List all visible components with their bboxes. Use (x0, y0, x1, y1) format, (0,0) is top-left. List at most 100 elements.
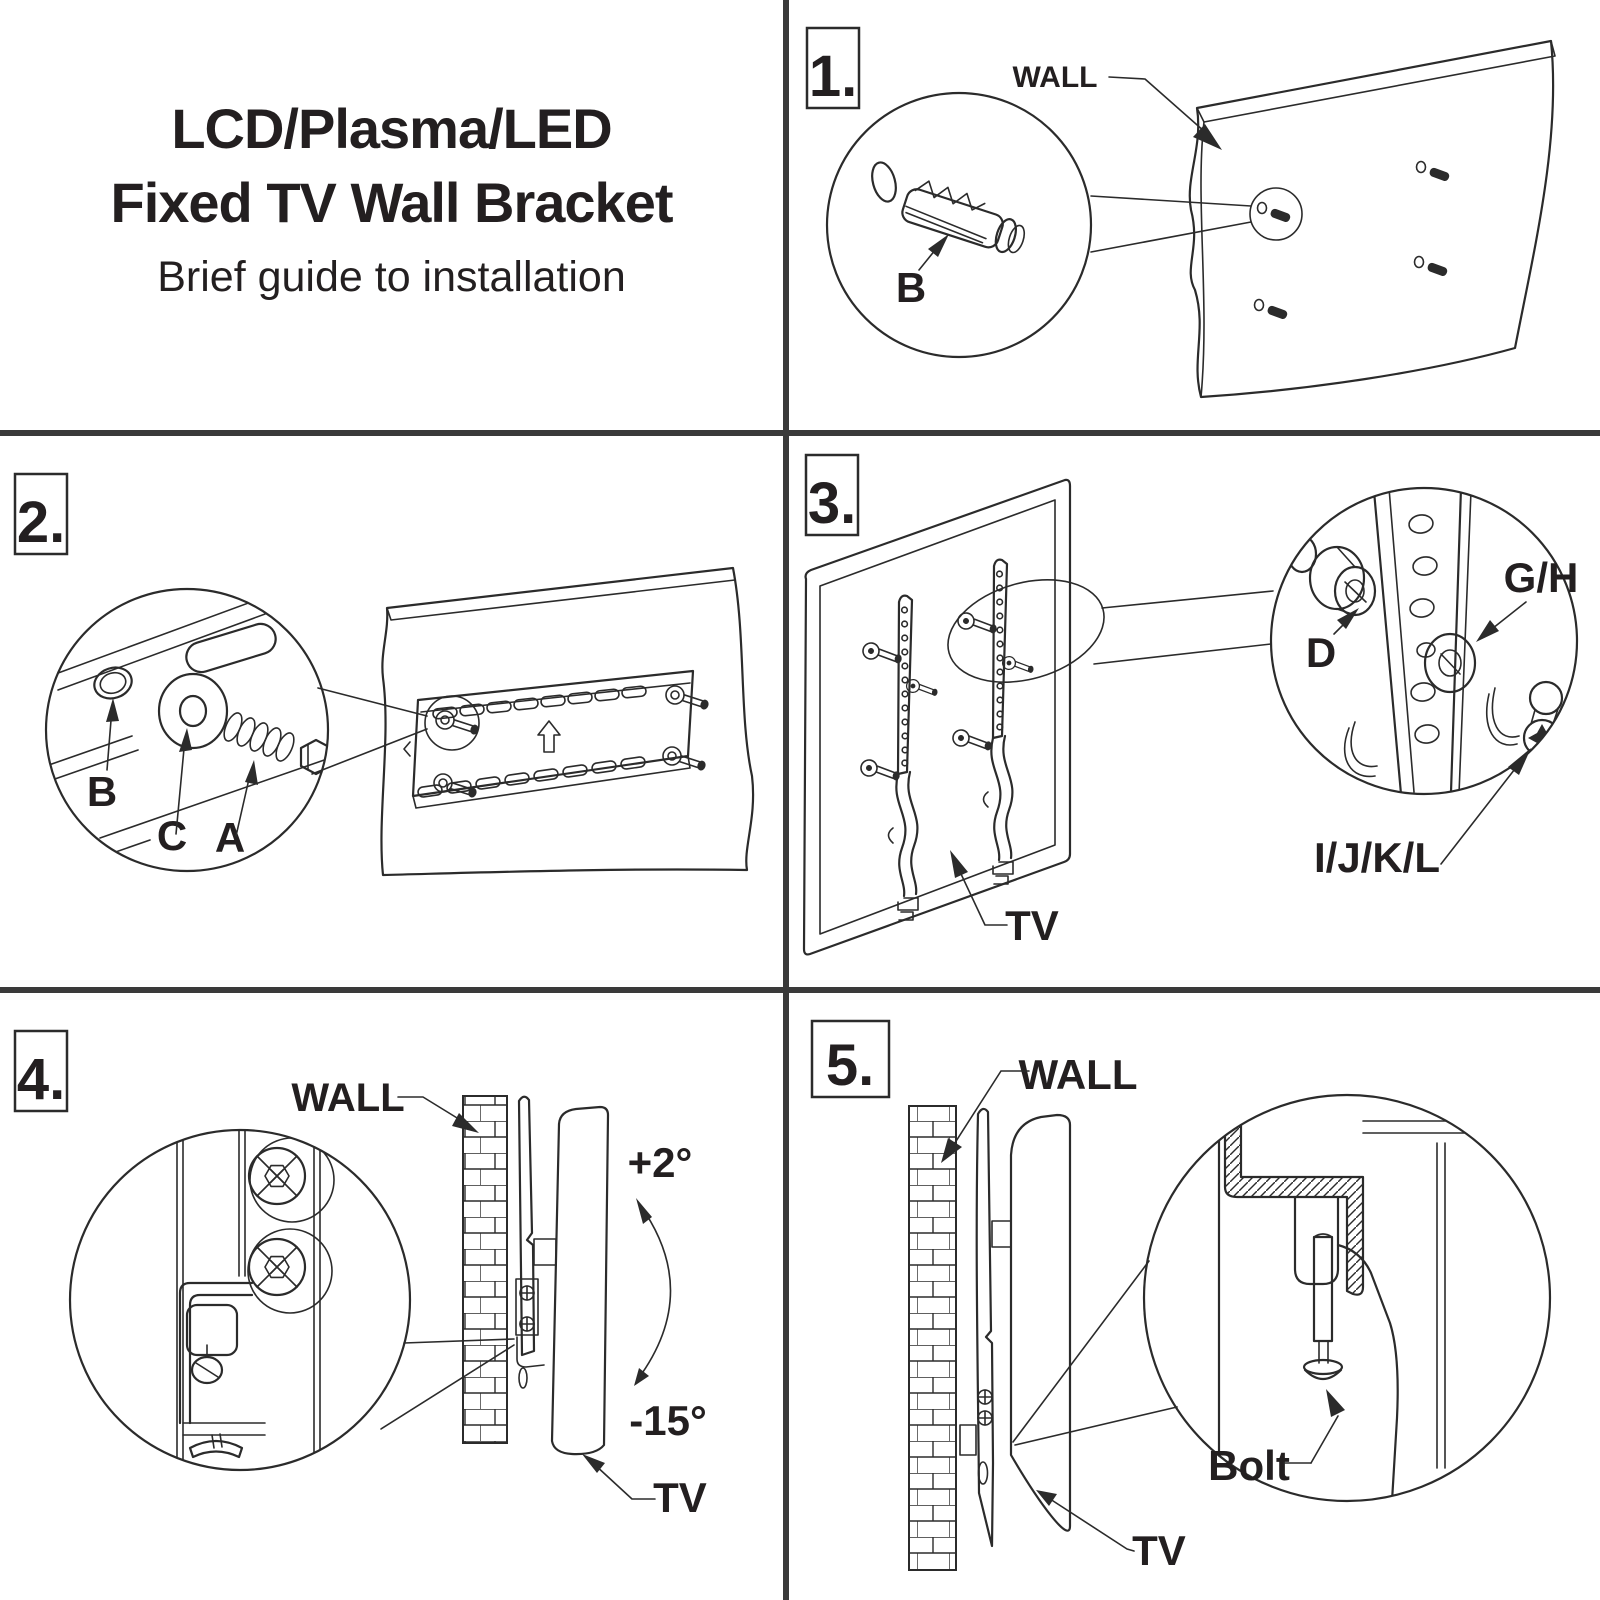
screw-highlight-circle (424, 695, 480, 751)
step-1-panel: WALL B 1. (789, 0, 1600, 430)
step-2-drawing: B C A 2. (13, 472, 755, 877)
step-1-number: 1. (809, 44, 857, 109)
wall-plate (411, 669, 695, 798)
part-a-arrow-icon (245, 760, 258, 785)
part-b-label: B (87, 768, 117, 815)
title-line-2: Fixed TV Wall Bracket (110, 171, 674, 234)
rail-highlight-ellipse (947, 579, 1105, 683)
step-4-labels: WALL +2° -15° TV (291, 1076, 706, 1521)
bracket-profile (959, 1220, 1012, 1485)
locking-screw-icon-2 (247, 1237, 307, 1297)
grid-divider-horizontal-2 (0, 987, 1600, 993)
step-4-drawing: WALL +2° -15° TV 4. (13, 1029, 707, 1521)
step-4-magnifier (68, 1128, 515, 1472)
step-3-panel: D G/H I/J/K/L TV 3. (789, 436, 1600, 987)
lag-bolt-icon (223, 712, 328, 776)
part-ijkl-label: I/J/K/L (1314, 834, 1440, 881)
step-2-labels: B C A (87, 698, 258, 861)
step-1-number-box: 1. (805, 26, 861, 110)
step-4-panel: WALL +2° -15° TV 4. (0, 993, 783, 1600)
part-b-arrow-icon (106, 698, 119, 722)
brick-wall (908, 1105, 957, 1571)
wall-arrow-icon (1193, 124, 1222, 150)
plate-screws (433, 685, 709, 798)
part-gh-arrow-icon (1476, 620, 1499, 642)
tilt-down-label: -15° (629, 1397, 707, 1444)
part-gh-label: G/H (1504, 554, 1579, 601)
step-5-drawing: WALL Bolt TV 5. (810, 1019, 1552, 1574)
part-a-label: A (215, 814, 245, 861)
locking-screw-icon (247, 1146, 307, 1206)
bolt-label: Bolt (1208, 1442, 1290, 1489)
step-5-side-view (908, 1105, 1178, 1571)
step-1-drawing: WALL B 1. (805, 26, 1556, 399)
hook-and-bolt (1293, 1195, 1399, 1501)
washer-icon (157, 672, 229, 750)
part-b-label: B (896, 264, 926, 311)
anchor-highlight-circle (1249, 187, 1303, 241)
part-ijkl-arrow-icon (1508, 748, 1531, 775)
subtitle: Brief guide to installation (157, 253, 626, 301)
step-5-magnifier (1142, 1093, 1552, 1503)
tv-label: TV (1005, 902, 1059, 949)
tv-profile (1009, 1113, 1072, 1532)
brick-wall (462, 1095, 508, 1444)
step-5-panel: WALL Bolt TV 5. (789, 993, 1600, 1600)
part-b-arrow-icon (928, 234, 949, 257)
wall-arrow-icon (941, 1138, 962, 1163)
wall-label: WALL (291, 1076, 404, 1120)
grid-divider-vertical (783, 0, 789, 1600)
wall-anchor-icon (1253, 160, 1450, 319)
tilt-up-label: +2° (628, 1139, 693, 1186)
step-3-number-box: 3. (804, 453, 860, 537)
tv-label: TV (653, 1474, 707, 1521)
title-panel: LCD/Plasma/LED Fixed TV Wall Bracket Bri… (0, 0, 783, 430)
step-3-tv-drawing (802, 478, 1274, 956)
step-4-number-box: 4. (13, 1029, 69, 1113)
tv-arrow-icon (950, 850, 968, 878)
wall-plate-cross-section (1223, 1119, 1365, 1296)
tv-arrow-icon (582, 1454, 605, 1473)
step-2-panel: B C A 2. (0, 436, 783, 987)
grid-divider-horizontal-1 (0, 430, 1600, 436)
tilt-arc (637, 1204, 672, 1380)
wall-arrow-icon (452, 1113, 479, 1133)
step-1-labels: WALL B (896, 61, 1222, 311)
wall-label: WALL (1013, 61, 1098, 94)
step-2-number-box: 2. (13, 472, 69, 556)
step-2-number: 2. (17, 490, 65, 555)
wall-plug-icon (901, 180, 1026, 254)
step-2-magnifier (44, 587, 330, 873)
bolt-head (1302, 1358, 1344, 1376)
part-c-label: C (157, 812, 187, 859)
title-line-1: LCD/Plasma/LED (171, 97, 612, 160)
bracket-profile (515, 1238, 557, 1389)
step-2-wall-plate-drawing (311, 566, 755, 877)
step-3-number: 3. (808, 471, 856, 536)
step-3-magnifier (1269, 486, 1579, 796)
tv-profile (550, 1105, 610, 1456)
spacer-icon (1308, 545, 1377, 617)
step-1-magnifier (825, 91, 1093, 359)
step-1-wall-drawing (1090, 39, 1556, 399)
wall-plate-profile (975, 1107, 995, 1548)
anchor-in-wall-icon (93, 666, 133, 700)
part-d-arrow-icon (1337, 608, 1359, 629)
part-d-label: D (1306, 629, 1336, 676)
step-3-labels: D G/H I/J/K/L TV (950, 554, 1578, 949)
tilt-arc-arrow-top-icon (636, 1198, 652, 1224)
step-5-labels: WALL Bolt TV (941, 1051, 1312, 1574)
step-5-number-box: 5. (810, 1019, 891, 1099)
step-3-drawing: D G/H I/J/K/L TV 3. (802, 453, 1579, 956)
wall-plate-profile (517, 1095, 536, 1357)
washer-gh-icon (1423, 632, 1477, 694)
step-5-number: 5. (826, 1033, 874, 1098)
tilt-arc-arrow-bottom-icon (634, 1368, 649, 1386)
step-4-number: 4. (17, 1047, 65, 1112)
wall-label: WALL (1019, 1051, 1138, 1098)
tv-label: TV (1132, 1527, 1186, 1574)
part-c-arrow-icon (179, 728, 192, 752)
up-arrow-icon (537, 720, 561, 753)
step-4-side-view (462, 1095, 610, 1456)
